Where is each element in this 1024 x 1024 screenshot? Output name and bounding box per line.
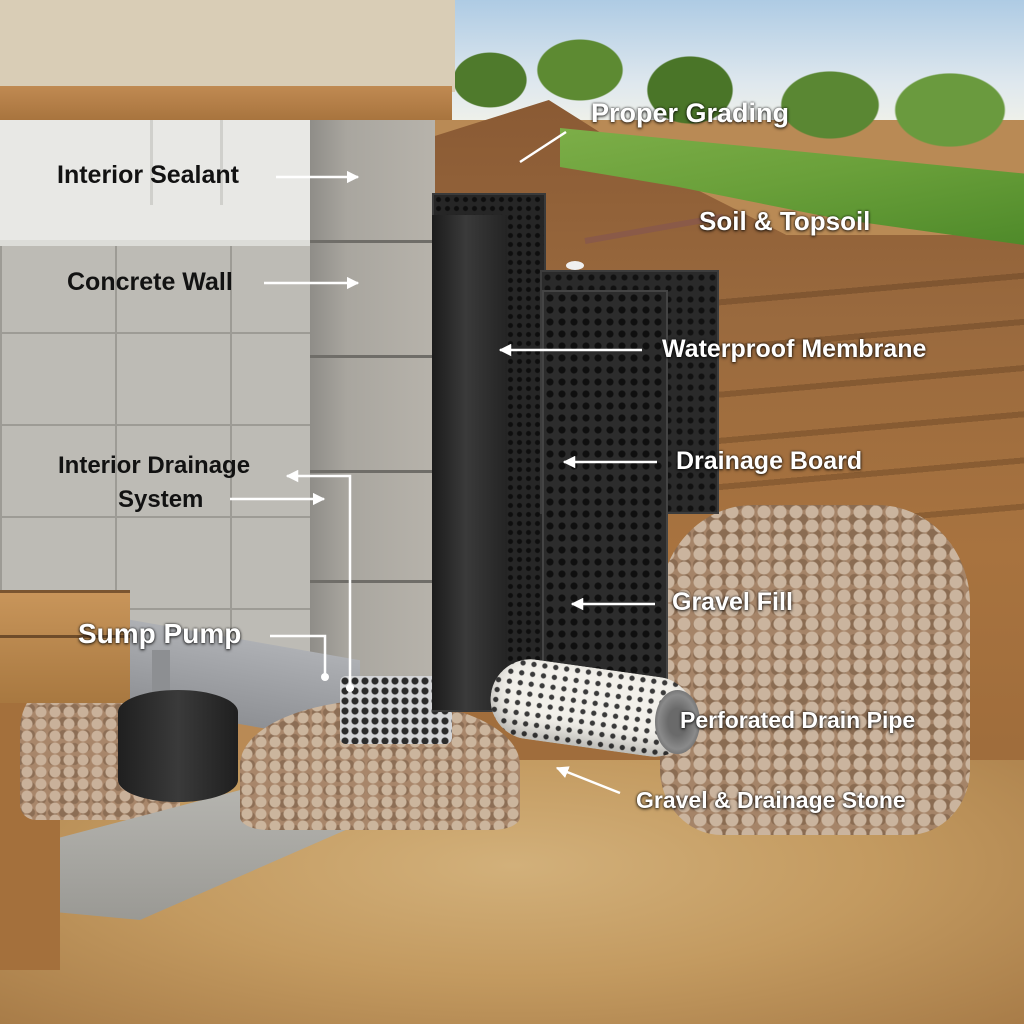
concrete-block-wall: [0, 240, 315, 660]
block-seam: [310, 240, 435, 243]
waterproof-membrane: [432, 215, 507, 710]
block-seam: [310, 580, 435, 583]
gravel-fill-pile: [660, 505, 970, 835]
sealant-joint: [220, 120, 223, 205]
block-wall-cross-section: [310, 120, 435, 685]
label-concrete-wall: Concrete Wall: [67, 268, 233, 296]
label-proper-grading: Proper Grading: [591, 98, 790, 128]
label-interior-drainage-line2: System: [118, 486, 204, 513]
block-seam: [310, 470, 435, 473]
drainage-board-front: [542, 290, 668, 689]
label-interior-drainage-line1: Interior Drainage: [58, 452, 251, 479]
interior-sealant-coat: [0, 120, 315, 246]
house-stucco-wall: [0, 0, 455, 92]
label-gravel-fill: Gravel Fill: [672, 588, 793, 616]
label-waterproof-membrane: Waterproof Membrane: [662, 335, 927, 363]
drain-pipe-opening: [655, 690, 700, 754]
sealant-joint: [150, 120, 153, 205]
label-sump-pump: Sump Pump: [78, 618, 242, 649]
label-interior-sealant: Interior Sealant: [57, 161, 239, 189]
block-seam: [310, 355, 435, 358]
soil-strata: [710, 260, 1024, 540]
label-perforated-drain-pipe: Perforated Drain Pipe: [680, 707, 916, 733]
wood-pallet: [0, 590, 130, 703]
sump-pump: [118, 690, 238, 802]
label-drainage-board: Drainage Board: [676, 447, 863, 475]
wood-sill-plate: [0, 86, 452, 120]
label-gravel-drainage-stone: Gravel & Drainage Stone: [636, 787, 906, 813]
rebar-cap: [566, 261, 584, 270]
label-soil-topsoil: Soil & Topsoil: [699, 206, 871, 236]
wood-board-seam: [0, 635, 130, 638]
